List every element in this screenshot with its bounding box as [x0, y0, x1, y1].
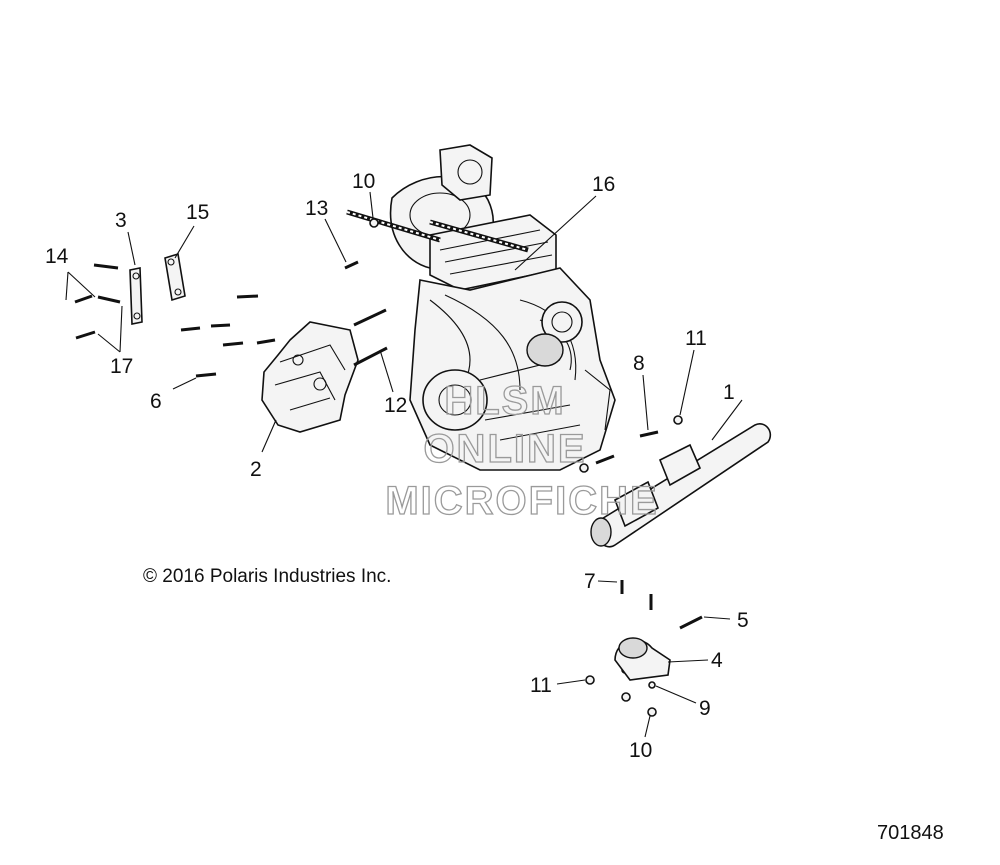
callout-2: 2	[250, 458, 262, 481]
callout-7: 7	[584, 570, 596, 593]
callout-17: 17	[110, 355, 133, 378]
callout-11-left: 11	[530, 674, 552, 697]
callouts: 1 2 3 4 5 6 7 8 9 10 10 11 11 12 13 14 1…	[45, 170, 749, 762]
engine-assembly[interactable]	[389, 144, 616, 471]
small-bolts[interactable]	[74, 218, 703, 717]
figure-number: 701848	[877, 822, 944, 844]
callout-12: 12	[384, 394, 407, 417]
callout-3: 3	[115, 209, 127, 232]
watermark-line-2: ONLINE	[423, 427, 586, 471]
engine-mount-bracket[interactable]	[261, 321, 359, 433]
callout-1: 1	[723, 381, 735, 404]
leader-lines	[65, 191, 743, 738]
callout-11-right: 11	[685, 327, 707, 350]
callout-8: 8	[633, 352, 645, 375]
callout-4: 4	[711, 649, 723, 672]
callout-6: 6	[150, 390, 162, 413]
long-bolts[interactable]	[346, 209, 529, 253]
callout-9: 9	[699, 697, 711, 720]
callout-10-bottom: 10	[629, 739, 652, 762]
link-bracket[interactable]	[164, 252, 186, 302]
callout-15: 15	[186, 201, 209, 224]
watermark: HLSM ONLINE MICROFICHE	[385, 378, 658, 523]
callout-13: 13	[305, 197, 328, 220]
callout-14: 14	[45, 245, 69, 268]
rear-mount[interactable]	[614, 637, 671, 681]
copyright-notice: © 2016 Polaris Industries Inc.	[143, 566, 392, 587]
drive-tube[interactable]	[590, 423, 772, 548]
bracket-plate[interactable]	[129, 267, 143, 325]
callout-16: 16	[592, 173, 615, 196]
watermark-line-1: HLSM	[444, 379, 565, 423]
callout-10-top: 10	[352, 170, 375, 193]
watermark-line-3: MICROFICHE	[385, 479, 658, 523]
callout-5: 5	[737, 609, 749, 632]
